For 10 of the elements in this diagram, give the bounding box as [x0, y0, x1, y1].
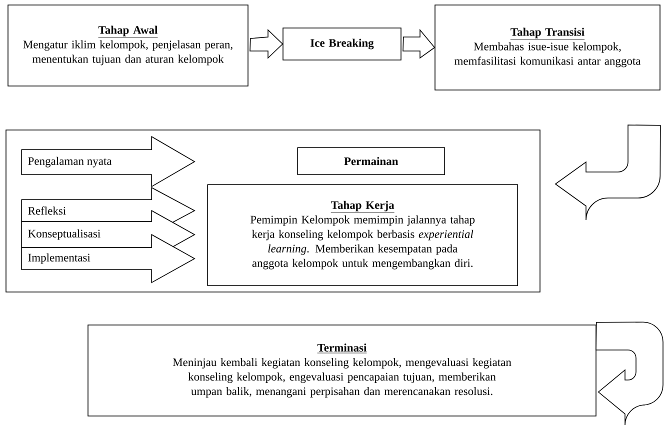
- process-box: Tahap Transisi Membahas isue-isue kelompok, memfasilitasi komunikasi antar anggota: [434, 4, 660, 90]
- process-box: Terminasi Meninjau kembali kegiatan konseling kelompok, mengevaluasi kegiatan konseling kelompok, engevaluasi pencapaian tujuan, memberikan umpan balik, menangani perpisahan dan merencanakan resolusi.: [88, 324, 596, 416]
- process-box: Permainan: [297, 147, 445, 175]
- block-arrow: [250, 29, 284, 59]
- curved-block-arrow: [555, 124, 661, 220]
- process-box: Ice Breaking: [282, 28, 402, 60]
- process-box: Tahap Kerja Pemimpin Kelompok memimpin jalannya tahap kerja konseling kelompok berbasis experiential learning. Memberikan kesempatan pada anggota kelompok untuk mengembangkan diri.: [207, 184, 518, 286]
- process-box: Tahap Awal Mengatur iklim kelompok, penjelasan peran, menentukan tujuan dan aturan kelompok: [8, 4, 248, 86]
- curved-block-arrow: [596, 322, 664, 426]
- block-arrow: [402, 28, 436, 59]
